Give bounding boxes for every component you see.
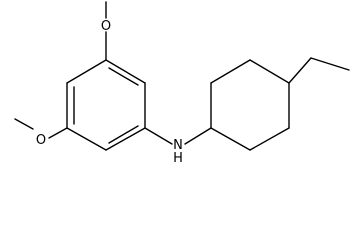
benzene-ring xyxy=(66,59,146,151)
structure-diagram: O O N H xyxy=(14,1,350,166)
ring-double-bond-inner-1 xyxy=(108,67,139,86)
amine-hydrogen-label: H xyxy=(173,151,183,162)
ring-bond-c4-c5 xyxy=(66,127,107,151)
bond-ring-to-o-bottom xyxy=(48,127,68,139)
bond-ring-to-n xyxy=(144,127,173,145)
amine-linker: N H xyxy=(144,127,212,166)
cyclohexane-bond-6 xyxy=(210,127,251,151)
methoxy-group-top: O xyxy=(101,1,111,61)
ring-bond-c6-c1 xyxy=(66,59,107,84)
bond-ring-to-ethyl-ch2 xyxy=(288,57,312,84)
cyclohexane-bond-3 xyxy=(249,59,290,84)
cyclohexane-bond-2 xyxy=(210,59,251,84)
cyclohexane-ring xyxy=(210,59,290,151)
methoxy-group-bottom: O xyxy=(14,118,68,148)
bond-o-bottom-to-methyl xyxy=(14,118,34,130)
cyclohexane-bond-5 xyxy=(249,127,290,151)
ring-bond-c3-c4 xyxy=(105,127,146,151)
oxygen-top-label: O xyxy=(101,19,111,34)
bond-ethyl-ch2-to-ch3 xyxy=(310,57,350,71)
oxygen-bottom-label: O xyxy=(36,133,46,148)
molecule-drawing: O O N H xyxy=(14,1,350,166)
ring-double-bond-inner-2 xyxy=(108,125,139,144)
nitrogen-label: N xyxy=(173,138,183,153)
ring-bond-c1-c2 xyxy=(105,59,146,84)
ethyl-group xyxy=(288,57,350,84)
bond-n-to-cyclohexyl xyxy=(184,127,212,145)
